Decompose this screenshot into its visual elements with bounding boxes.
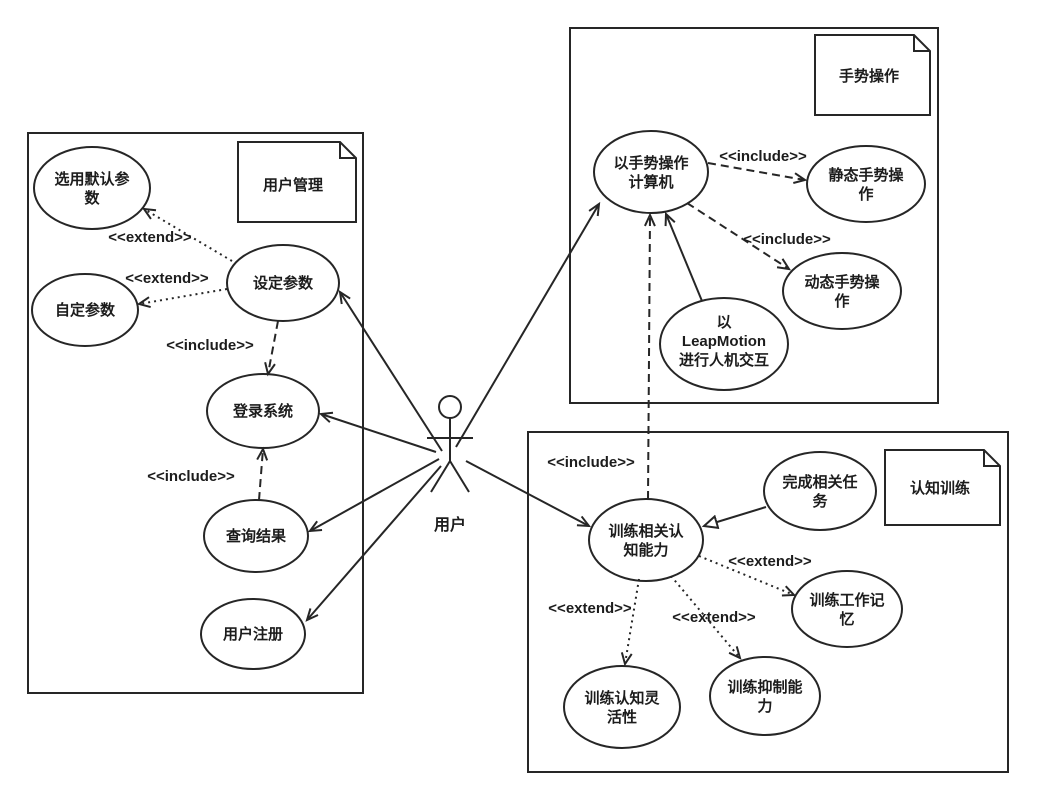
stereotype-include-query-login: <<include>> <box>147 468 235 485</box>
edge-extend-flexibility <box>620 578 640 667</box>
usecase-leapmotion-label-1: 以 <box>716 314 731 331</box>
edge-extend-custom-params <box>136 288 228 309</box>
stereotype-include-set-login: <<include>> <box>166 337 254 354</box>
edge-actor-set-params <box>338 289 443 452</box>
actor-head <box>438 395 462 419</box>
usecase-gesture-pc-label-1: 以手势操作 <box>613 154 688 172</box>
actor-leg-right <box>449 460 470 493</box>
edge-extend-work-memory <box>698 555 797 597</box>
usecase-static-gesture-label-2: 作 <box>858 185 873 203</box>
usecase-work-memory <box>791 570 903 648</box>
usecase-query-results-label: 查询结果 <box>226 527 287 545</box>
user-management-note: 用户管理 <box>237 141 357 223</box>
stereotype-extend-inhibition: <<extend>> <box>672 609 756 626</box>
usecase-static-gesture <box>806 145 926 223</box>
usecase-custom-params-label: 自定参数 <box>55 301 116 319</box>
usecase-leapmotion-label-3: 进行人机交互 <box>679 351 769 369</box>
stereotype-extend-default: <<extend>> <box>108 229 192 246</box>
usecase-train-cognitive-label-2: 知能力 <box>623 541 668 559</box>
usecase-train-cognitive <box>588 498 704 582</box>
usecase-register-label: 用户注册 <box>223 625 283 643</box>
stereotype-include-train-gesture: <<include>> <box>547 454 635 471</box>
usecase-dynamic-gesture-label-2: 作 <box>834 292 849 310</box>
user-management-label: 用户管理 <box>263 176 323 194</box>
stereotype-extend-flexibility: <<extend>> <box>548 600 632 617</box>
user-management-boundary <box>27 132 364 694</box>
usecase-flexibility <box>563 665 681 749</box>
cognitive-note: 认知训练 <box>884 449 1001 526</box>
edge-include-set-params-login <box>264 320 279 377</box>
usecase-gesture-pc-label-2: 计算机 <box>628 173 673 191</box>
usecase-complete-tasks-label-1: 完成相关任 <box>782 473 857 491</box>
edge-generalization-complete-train <box>704 506 767 526</box>
usecase-gesture-pc <box>593 130 709 214</box>
gesture-label: 手势操作 <box>839 67 899 85</box>
usecase-custom-params <box>31 273 139 347</box>
usecase-set-params-label: 设定参数 <box>253 274 314 292</box>
usecase-default-params-label-1: 选用默认参 <box>54 170 130 188</box>
usecase-dynamic-gesture <box>782 252 902 330</box>
usecase-default-params <box>33 146 151 230</box>
edge-include-query-login <box>256 446 269 501</box>
usecase-work-memory-label-1: 训练工作记 <box>809 591 884 609</box>
usecase-login-label: 登录系统 <box>232 402 293 420</box>
edge-actor-gesture-pc <box>455 201 601 448</box>
usecase-inhibition-label-1: 训练抑制能 <box>727 678 802 696</box>
edge-include-dynamic-gesture <box>686 202 792 271</box>
edge-extend-default-params <box>141 207 233 262</box>
gesture-boundary <box>569 27 939 404</box>
stereotype-include-static: <<include>> <box>719 148 807 165</box>
edge-include-static-gesture <box>707 162 808 184</box>
cognitive-label: 认知训练 <box>910 479 970 497</box>
actor-user-label: 用户 <box>434 515 466 534</box>
usecase-work-memory-label-2: 忆 <box>839 610 854 628</box>
usecase-complete-tasks-label-2: 务 <box>812 492 828 510</box>
edge-actor-query-results <box>307 458 440 533</box>
edge-leapmotion-gesture-pc <box>664 211 703 302</box>
usecase-default-params-label-2: 数 <box>84 189 100 207</box>
usecase-train-cognitive-label-1: 训练相关认 <box>608 522 684 540</box>
usecase-dynamic-gesture-label-1: 动态手势操 <box>804 273 880 291</box>
usecase-set-params <box>226 244 340 322</box>
gesture-note: 手势操作 <box>814 34 931 116</box>
usecase-leapmotion <box>659 297 789 391</box>
actor-user: 用户 <box>427 395 473 534</box>
usecase-flexibility-label-2: 活性 <box>607 708 637 726</box>
usecase-inhibition <box>709 656 821 736</box>
actor-leg-left <box>430 460 451 493</box>
usecase-static-gesture-label-1: 静态手势操 <box>828 166 904 184</box>
stereotype-extend-custom: <<extend>> <box>125 270 209 287</box>
usecase-leapmotion-label-2: LeapMotion <box>682 333 766 350</box>
usecase-inhibition-label-2: 力 <box>757 697 772 715</box>
usecase-register <box>200 598 306 670</box>
usecase-query-results <box>203 499 309 573</box>
edge-actor-train-cognitive <box>465 460 592 528</box>
stereotype-extend-work-memory: <<extend>> <box>728 553 812 570</box>
edge-actor-register <box>305 465 442 622</box>
edge-actor-login <box>318 411 437 453</box>
edge-include-train-gesture-pc <box>644 212 656 500</box>
usecase-complete-tasks <box>763 451 877 531</box>
usecase-flexibility-label-1: 训练认知灵 <box>584 689 660 707</box>
cognitive-boundary <box>527 431 1009 773</box>
stereotype-include-dynamic: <<include>> <box>743 231 831 248</box>
